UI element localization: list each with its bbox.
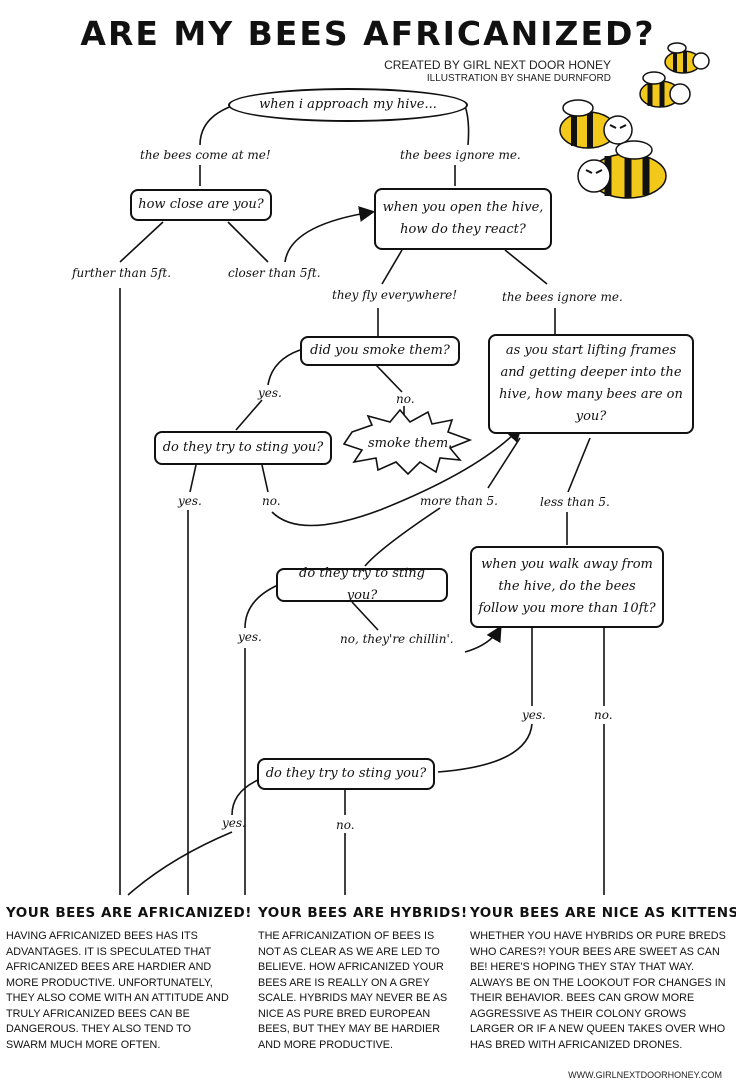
line-open-right — [504, 249, 548, 285]
line-sting3-yes-down — [127, 831, 233, 896]
label-less-than-5: less than 5. — [540, 495, 610, 509]
label-ignore-me-2: the bees ignore me. — [502, 290, 623, 304]
line-close-left — [119, 221, 164, 263]
line-howmany-more — [487, 437, 521, 489]
label-further: further than 5ft. — [72, 266, 172, 280]
line-smoke-yes — [267, 349, 301, 386]
label-smoke-no: no. — [396, 392, 415, 406]
line-smoke-no — [375, 364, 403, 393]
line-sting2-yes — [244, 584, 279, 629]
node-how-many: as you start lifting frames and getting … — [488, 334, 694, 434]
credit-created-by: CREATED BY GIRL NEXT DOOR HONEY — [384, 58, 611, 72]
line-sting1-no-to-howmany — [271, 425, 523, 527]
label-sting1-yes: yes. — [178, 494, 202, 508]
label-come-at-me: the bees come at me! — [140, 148, 271, 162]
line-yes-to-sting1 — [235, 399, 263, 431]
line-start-left — [199, 105, 233, 146]
bee-small-1 — [664, 42, 710, 74]
smoke-burst-shape — [342, 408, 473, 476]
credit-illustration: ILLUSTRATION BY SHANE DURNFORD — [426, 73, 611, 84]
node-sting-question-2: do they try to sting you? — [276, 566, 448, 603]
node-walk-away: when you walk away from the hive, do the… — [470, 546, 664, 628]
node-smoke-question: did you smoke them? — [300, 336, 460, 366]
line-walk-yes-to-sting3 — [437, 723, 533, 773]
line-chillin-to-walk — [464, 625, 502, 653]
node-sting-question-1: do they try to sting you? — [154, 431, 332, 465]
node-start: when i approach my hive... — [228, 88, 468, 122]
result-hybrids-body: THE AFRICANIZATION OF BEES IS NOT AS CLE… — [258, 930, 448, 1051]
result-hybrids-title: YOUR BEES ARE HYBRIDS! — [258, 905, 468, 921]
result-kittens-title: YOUR BEES ARE NICE AS KITTENS! — [470, 905, 736, 921]
line-sting3-yes — [231, 779, 259, 816]
line-more-to-sting2 — [364, 507, 441, 567]
result-africanized: YOUR BEES ARE AFRICANIZED! HAVING AFRICA… — [6, 905, 252, 1053]
line-sting2-no — [351, 601, 379, 631]
label-chillin: no, they're chillin'. — [340, 632, 454, 646]
label-walk-yes: yes. — [522, 708, 546, 722]
angry-bees-illustration — [559, 42, 710, 199]
label-closer: closer than 5ft. — [228, 266, 321, 280]
result-kittens: YOUR BEES ARE NICE AS KITTENS! WHETHER Y… — [470, 905, 736, 1053]
page-title: ARE MY BEES AFRICANIZED? — [80, 14, 656, 53]
node-sting-question-3: do they try to sting you? — [257, 758, 435, 790]
line-closer-to-open — [284, 206, 376, 263]
node-open-hive: when you open the hive, how do they reac… — [374, 188, 552, 250]
result-africanized-title: YOUR BEES ARE AFRICANIZED! — [6, 905, 252, 921]
label-sting3-no: no. — [336, 818, 355, 832]
line-open-left — [381, 249, 403, 285]
node-smoke-them: smoke them. — [368, 436, 453, 451]
label-sting1-no: no. — [262, 494, 281, 508]
line-sting1-no — [261, 464, 269, 493]
result-africanized-body: HAVING AFRICANIZED BEES HAS ITS ADVANTAG… — [6, 930, 229, 1051]
result-kittens-body: WHETHER YOU HAVE HYBRIDS OR PURE BREDS W… — [470, 930, 726, 1051]
label-fly-everywhere: they fly everywhere! — [332, 288, 458, 302]
label-sting3-yes: yes. — [222, 816, 246, 830]
bee-medium — [559, 99, 633, 149]
label-ignore-me-1: the bees ignore me. — [400, 148, 521, 162]
label-smoke-yes: yes. — [258, 386, 282, 400]
label-more-than-5: more than 5. — [420, 494, 498, 508]
node-how-close: how close are you? — [130, 189, 272, 221]
website-url: WWW.GIRLNEXTDOORHONEY.COM — [568, 1070, 722, 1080]
bee-large — [577, 140, 667, 199]
result-hybrids: YOUR BEES ARE HYBRIDS! THE AFRICANIZATIO… — [258, 905, 468, 1053]
line-howmany-less — [567, 437, 591, 493]
label-walk-no: no. — [594, 708, 613, 722]
line-sting1-yes — [189, 464, 197, 493]
line-start-right — [464, 105, 470, 146]
label-sting2-yes: yes. — [238, 630, 262, 644]
bee-small-2 — [639, 71, 691, 108]
line-close-right — [227, 221, 269, 263]
